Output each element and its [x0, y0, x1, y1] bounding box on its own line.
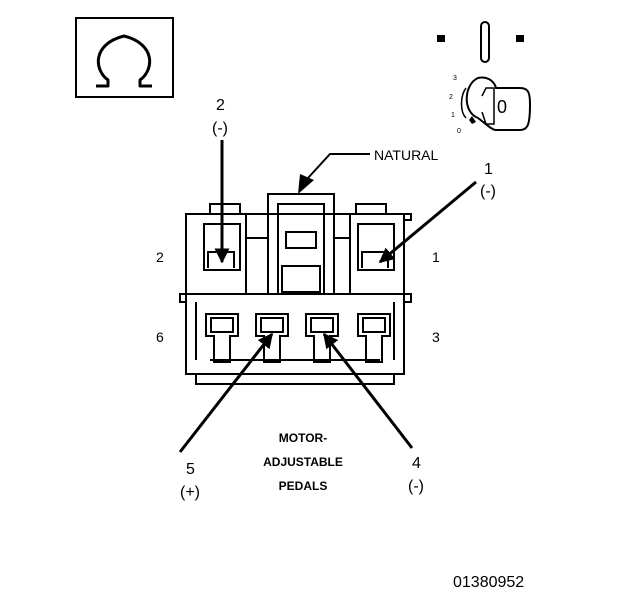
pin4-number: 4 — [412, 455, 421, 472]
probe-arrows — [178, 140, 477, 453]
arrow-pin4 — [322, 332, 414, 449]
connector-name-line1: MOTOR- — [279, 431, 327, 445]
figure-code: 01380952 — [453, 574, 524, 591]
cavity-label-2: 2 — [156, 249, 164, 265]
pin5-polarity: (+) — [180, 484, 200, 501]
pin5-number: 5 — [186, 461, 195, 478]
ignition-key-icon: 3 2 1 0 0 — [437, 21, 532, 135]
ignition-pos-0: 0 — [457, 128, 461, 135]
cavity-5 — [255, 313, 289, 363]
pin1-number: 1 — [484, 161, 493, 178]
ignition-key-label: 0 — [497, 97, 507, 117]
cavity-label-3: 3 — [432, 329, 440, 345]
connector-name-line3: PEDALS — [279, 479, 328, 493]
pin2-polarity: (-) — [212, 120, 228, 137]
natural-leader — [298, 153, 370, 194]
pin1-polarity: (-) — [480, 183, 496, 200]
pin2-number: 2 — [216, 97, 225, 114]
connector — [179, 193, 412, 385]
cavity-4 — [305, 313, 339, 363]
cavity-label-1: 1 — [432, 249, 440, 265]
connector-name-line2: ADJUSTABLE — [263, 455, 343, 469]
ignition-pos-2: 2 — [449, 94, 453, 101]
arrow-pin1 — [378, 180, 477, 264]
cavity-6 — [205, 313, 239, 363]
natural-label: NATURAL — [374, 147, 439, 163]
pin4-polarity: (-) — [408, 478, 424, 495]
arrow-pin5 — [178, 332, 274, 453]
cavity-1 — [357, 223, 395, 271]
cavity-3 — [357, 313, 391, 363]
ignition-pos-1: 1 — [451, 112, 455, 119]
ignition-pos-3: 3 — [453, 75, 457, 82]
ohm-meter-icon — [75, 17, 174, 98]
cavity-label-6: 6 — [156, 329, 164, 345]
